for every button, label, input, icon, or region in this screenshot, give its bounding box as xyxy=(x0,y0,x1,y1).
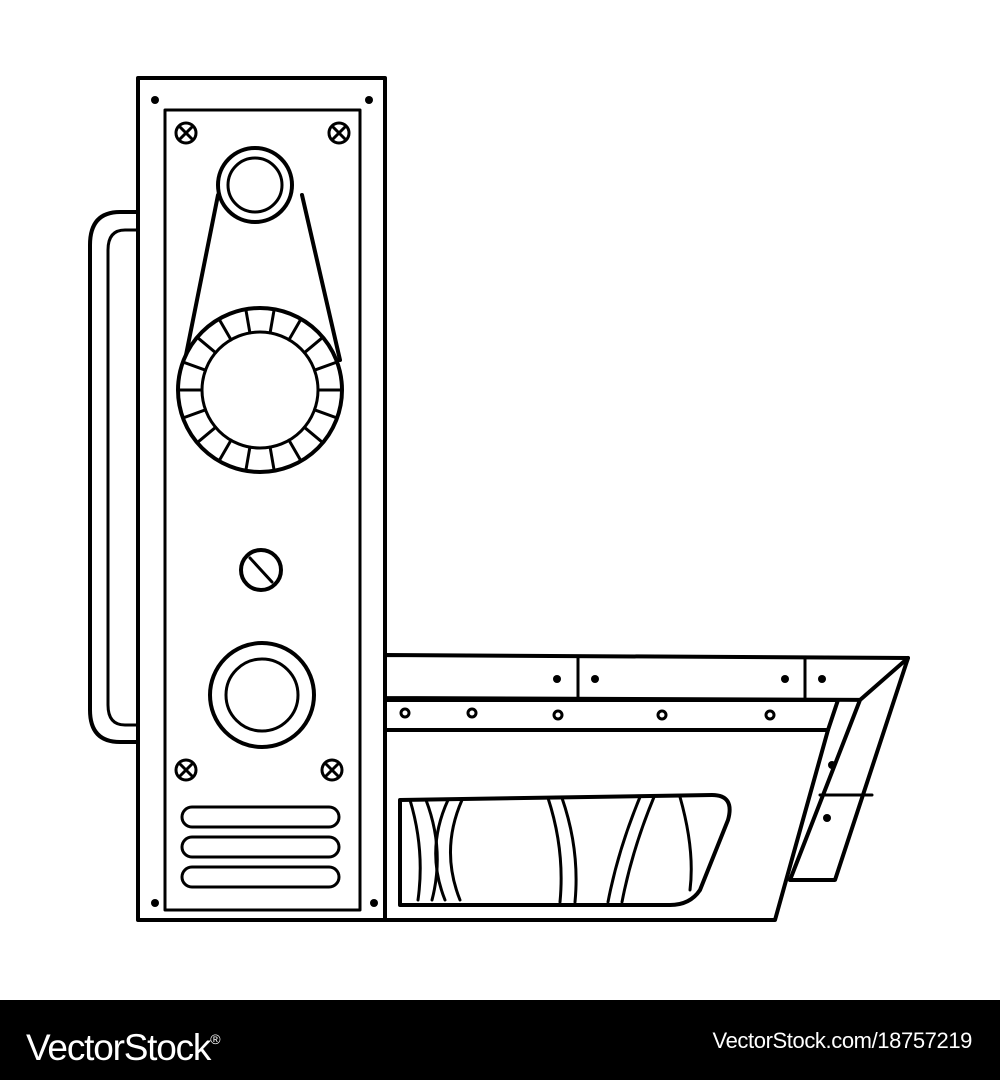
cables xyxy=(408,795,693,904)
cross-screw-icon xyxy=(174,758,198,782)
gear-segment xyxy=(181,408,207,420)
cross-screw-icon xyxy=(327,121,351,145)
gear-segment xyxy=(217,317,233,342)
vent-slots xyxy=(180,805,341,889)
gear-segment xyxy=(217,438,233,463)
image-id: VectorStock.com/18757219 xyxy=(712,1028,973,1053)
gear-segment xyxy=(313,360,339,372)
cross-screw-icon xyxy=(320,758,344,782)
round-knob xyxy=(208,641,316,749)
gear-segment xyxy=(268,307,276,335)
horizontal-arm xyxy=(383,653,910,922)
gear-segment xyxy=(313,408,339,420)
gear-segment xyxy=(244,307,252,335)
belt-drive xyxy=(176,146,344,474)
gear-segment xyxy=(268,445,276,473)
side-handle xyxy=(88,210,140,744)
brand-name: VectorStock xyxy=(26,1027,211,1068)
cross-screw-icon xyxy=(174,121,198,145)
gear-segment xyxy=(302,335,325,355)
gear-segment xyxy=(287,317,303,342)
vertical-panel xyxy=(136,76,387,922)
gear-segment xyxy=(195,425,218,445)
gear-segment xyxy=(287,438,303,463)
slotted-screw-icon xyxy=(239,548,283,592)
gear-segment xyxy=(302,425,325,445)
letter-l-illustration xyxy=(88,76,910,922)
registered-mark: ® xyxy=(210,1031,220,1047)
gear-segment xyxy=(195,335,218,355)
gear-segment xyxy=(181,360,207,372)
brand-logo: VectorStock® xyxy=(26,1019,221,1068)
gear-segment xyxy=(244,445,252,473)
watermark-footer: VectorStock® VectorStock.com/18757219 xyxy=(0,1000,1000,1080)
